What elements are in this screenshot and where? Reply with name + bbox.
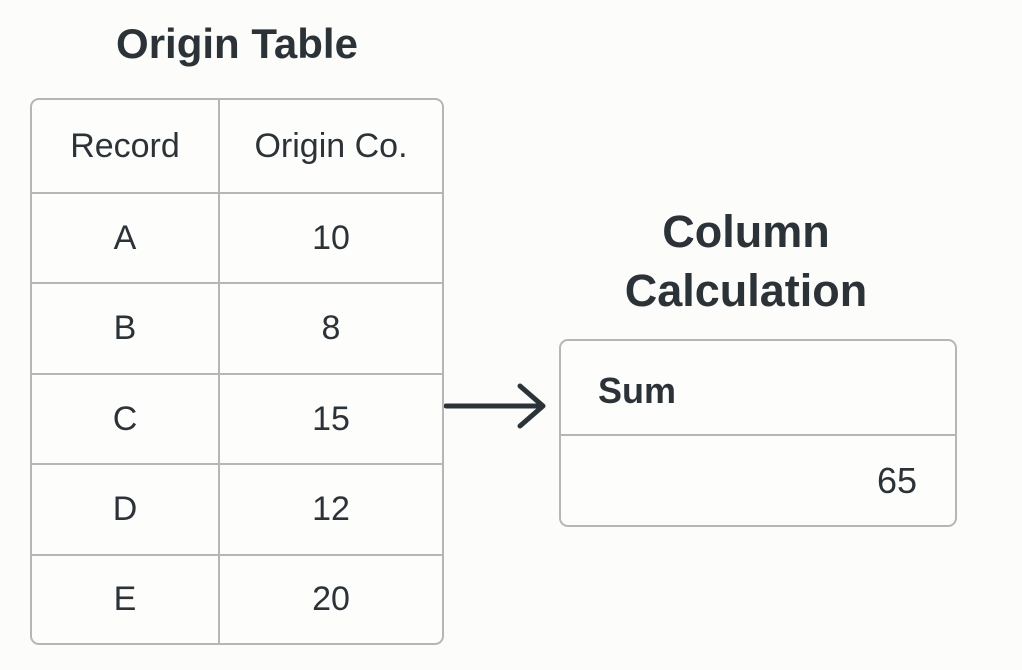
calculation-box: Sum 65 xyxy=(559,339,957,527)
record-cell: A xyxy=(32,191,220,285)
calculation-title: Column Calculation xyxy=(560,202,932,320)
sum-label: Sum xyxy=(561,341,955,436)
value-cell: 8 xyxy=(218,282,442,375)
value-cell: 10 xyxy=(218,191,442,285)
value-cell: 15 xyxy=(218,372,442,466)
sum-value: 65 xyxy=(876,460,917,501)
record-cell: D xyxy=(32,463,220,556)
calculation-title-line1: Column xyxy=(662,206,830,257)
origin-table-title: Origin Table xyxy=(116,20,358,67)
record-cell: C xyxy=(32,372,220,466)
record-cell: E xyxy=(32,553,220,643)
header-origin-co: Origin Co. xyxy=(218,100,442,194)
value-cell: 12 xyxy=(218,463,442,556)
record-cell: B xyxy=(32,282,220,375)
table-header-row: Record Origin Co. xyxy=(32,100,442,194)
header-record: Record xyxy=(32,100,220,194)
value-cell: 20 xyxy=(218,553,442,643)
arrow-right-icon xyxy=(444,383,546,429)
calculation-title-line2: Calculation xyxy=(624,265,868,316)
